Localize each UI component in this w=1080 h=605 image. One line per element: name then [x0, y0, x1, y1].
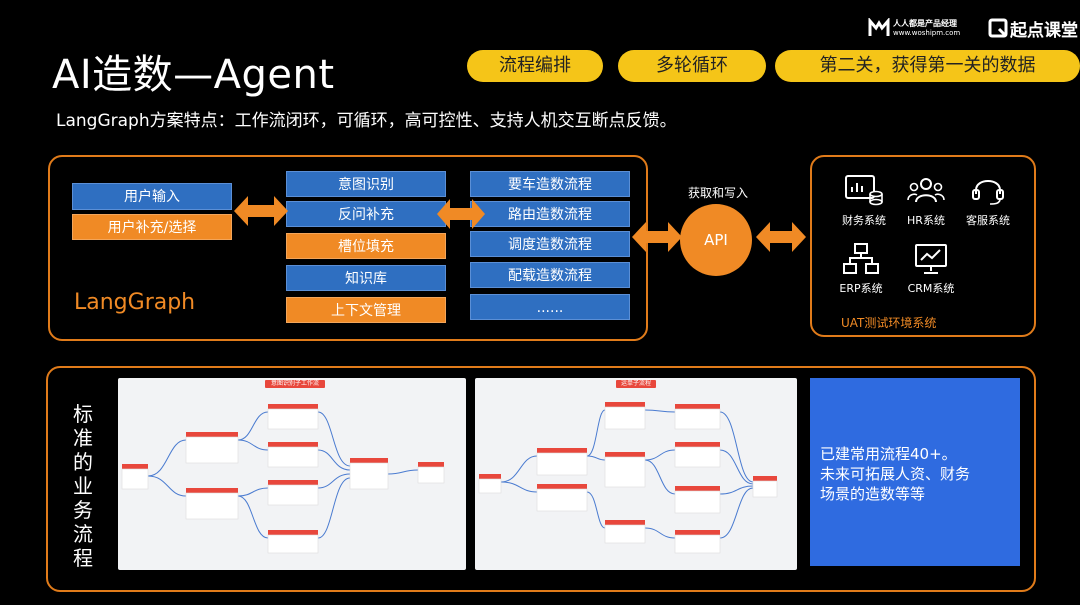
flow-route-box: 路由造数流程 [470, 201, 630, 227]
info-line-2: 未来可拓展人资、财务 [820, 465, 971, 483]
uat-panel [810, 155, 1036, 337]
user-input-box: 用户输入 [72, 183, 232, 210]
system-customer-service: 客服系统 [953, 174, 1023, 228]
followup-question-box: 反问补充 [286, 201, 446, 227]
system-crm-label: CRM系统 [907, 282, 955, 295]
info-box: 已建常用流程40+。 未来可拓展人资、财务 场景的造数等等 [810, 378, 1020, 566]
api-caption: 获取和写入 [688, 186, 749, 200]
business-flow-label: 标准的业务流程 [73, 402, 93, 570]
system-erp-label: ERP系统 [839, 282, 883, 295]
pill-second-stage: 第二关，获得第一关的数据 [775, 50, 1080, 82]
api-circle: API [680, 204, 752, 276]
pill-flow-orchestration: 流程编排 [467, 50, 603, 82]
info-line-1: 已建常用流程40+。 [820, 445, 957, 463]
langgraph-label: LangGraph [74, 290, 196, 315]
system-erp: ERP系统 [826, 242, 896, 296]
workflow-1-diagram [121, 404, 445, 554]
double-arrow-input-modules [234, 196, 288, 226]
workflow-2-title: 运单子流程 [616, 380, 656, 388]
business-flow-panel [46, 366, 1036, 592]
info-line-3: 场景的造数等等 [820, 485, 926, 503]
headset-icon [972, 180, 1004, 205]
flow-dispatch-box: 调度造数流程 [470, 231, 630, 257]
crm-icon [915, 244, 947, 274]
workflow-1-title: 意图识别子工作流 [265, 380, 325, 388]
qidian-logo-name: 起点课堂 [1010, 21, 1078, 41]
woshipm-logo-icon [868, 18, 890, 36]
workflow-screenshot-2: 运单子流程 [475, 378, 797, 570]
flow-loading-box: 配载造数流程 [470, 262, 630, 288]
uat-label: UAT测试环境系统 [841, 316, 937, 330]
woshipm-logo: 人人都是产品经理 www.woshipm.com [868, 16, 978, 40]
double-arrow-api-uat [756, 222, 806, 252]
system-finance-label: 财务系统 [842, 214, 886, 227]
pill-multi-round-loop: 多轮循环 [618, 50, 766, 82]
system-customer-service-label: 客服系统 [966, 214, 1010, 227]
double-arrow-flows-api [632, 222, 682, 252]
knowledge-base-box: 知识库 [286, 265, 446, 291]
woshipm-logo-name: 人人都是产品经理 [893, 19, 957, 28]
system-crm: CRM系统 [896, 242, 966, 296]
system-finance: 财务系统 [829, 174, 899, 228]
page-title: AI造数—Agent [52, 52, 335, 98]
slot-filling-box: 槽位填充 [286, 233, 446, 259]
double-arrow-modules-flows [437, 199, 485, 229]
erp-icon [843, 243, 879, 274]
hr-icon [907, 178, 945, 203]
workflow-screenshot-1: 意图识别子工作流 [118, 378, 466, 570]
intent-recognition-box: 意图识别 [286, 171, 446, 197]
user-supplement-box: 用户补充/选择 [72, 214, 232, 240]
qidian-logo: 起点课堂 [988, 16, 1078, 42]
finance-icon [845, 175, 883, 206]
flow-more-box: ...... [470, 294, 630, 320]
woshipm-logo-url: www.woshipm.com [893, 29, 961, 37]
context-management-box: 上下文管理 [286, 297, 446, 323]
langgraph-panel [48, 155, 648, 341]
flow-vehicle-box: 要车造数流程 [470, 171, 630, 197]
system-hr: HR系统 [891, 174, 961, 228]
page-subtitle: LangGraph方案特点：工作流闭环，可循环，高可控性、支持人机交互断点反馈。 [56, 111, 677, 131]
workflow-2-diagram [478, 402, 778, 554]
system-hr-label: HR系统 [907, 214, 945, 227]
qidian-logo-icon [988, 18, 1008, 38]
